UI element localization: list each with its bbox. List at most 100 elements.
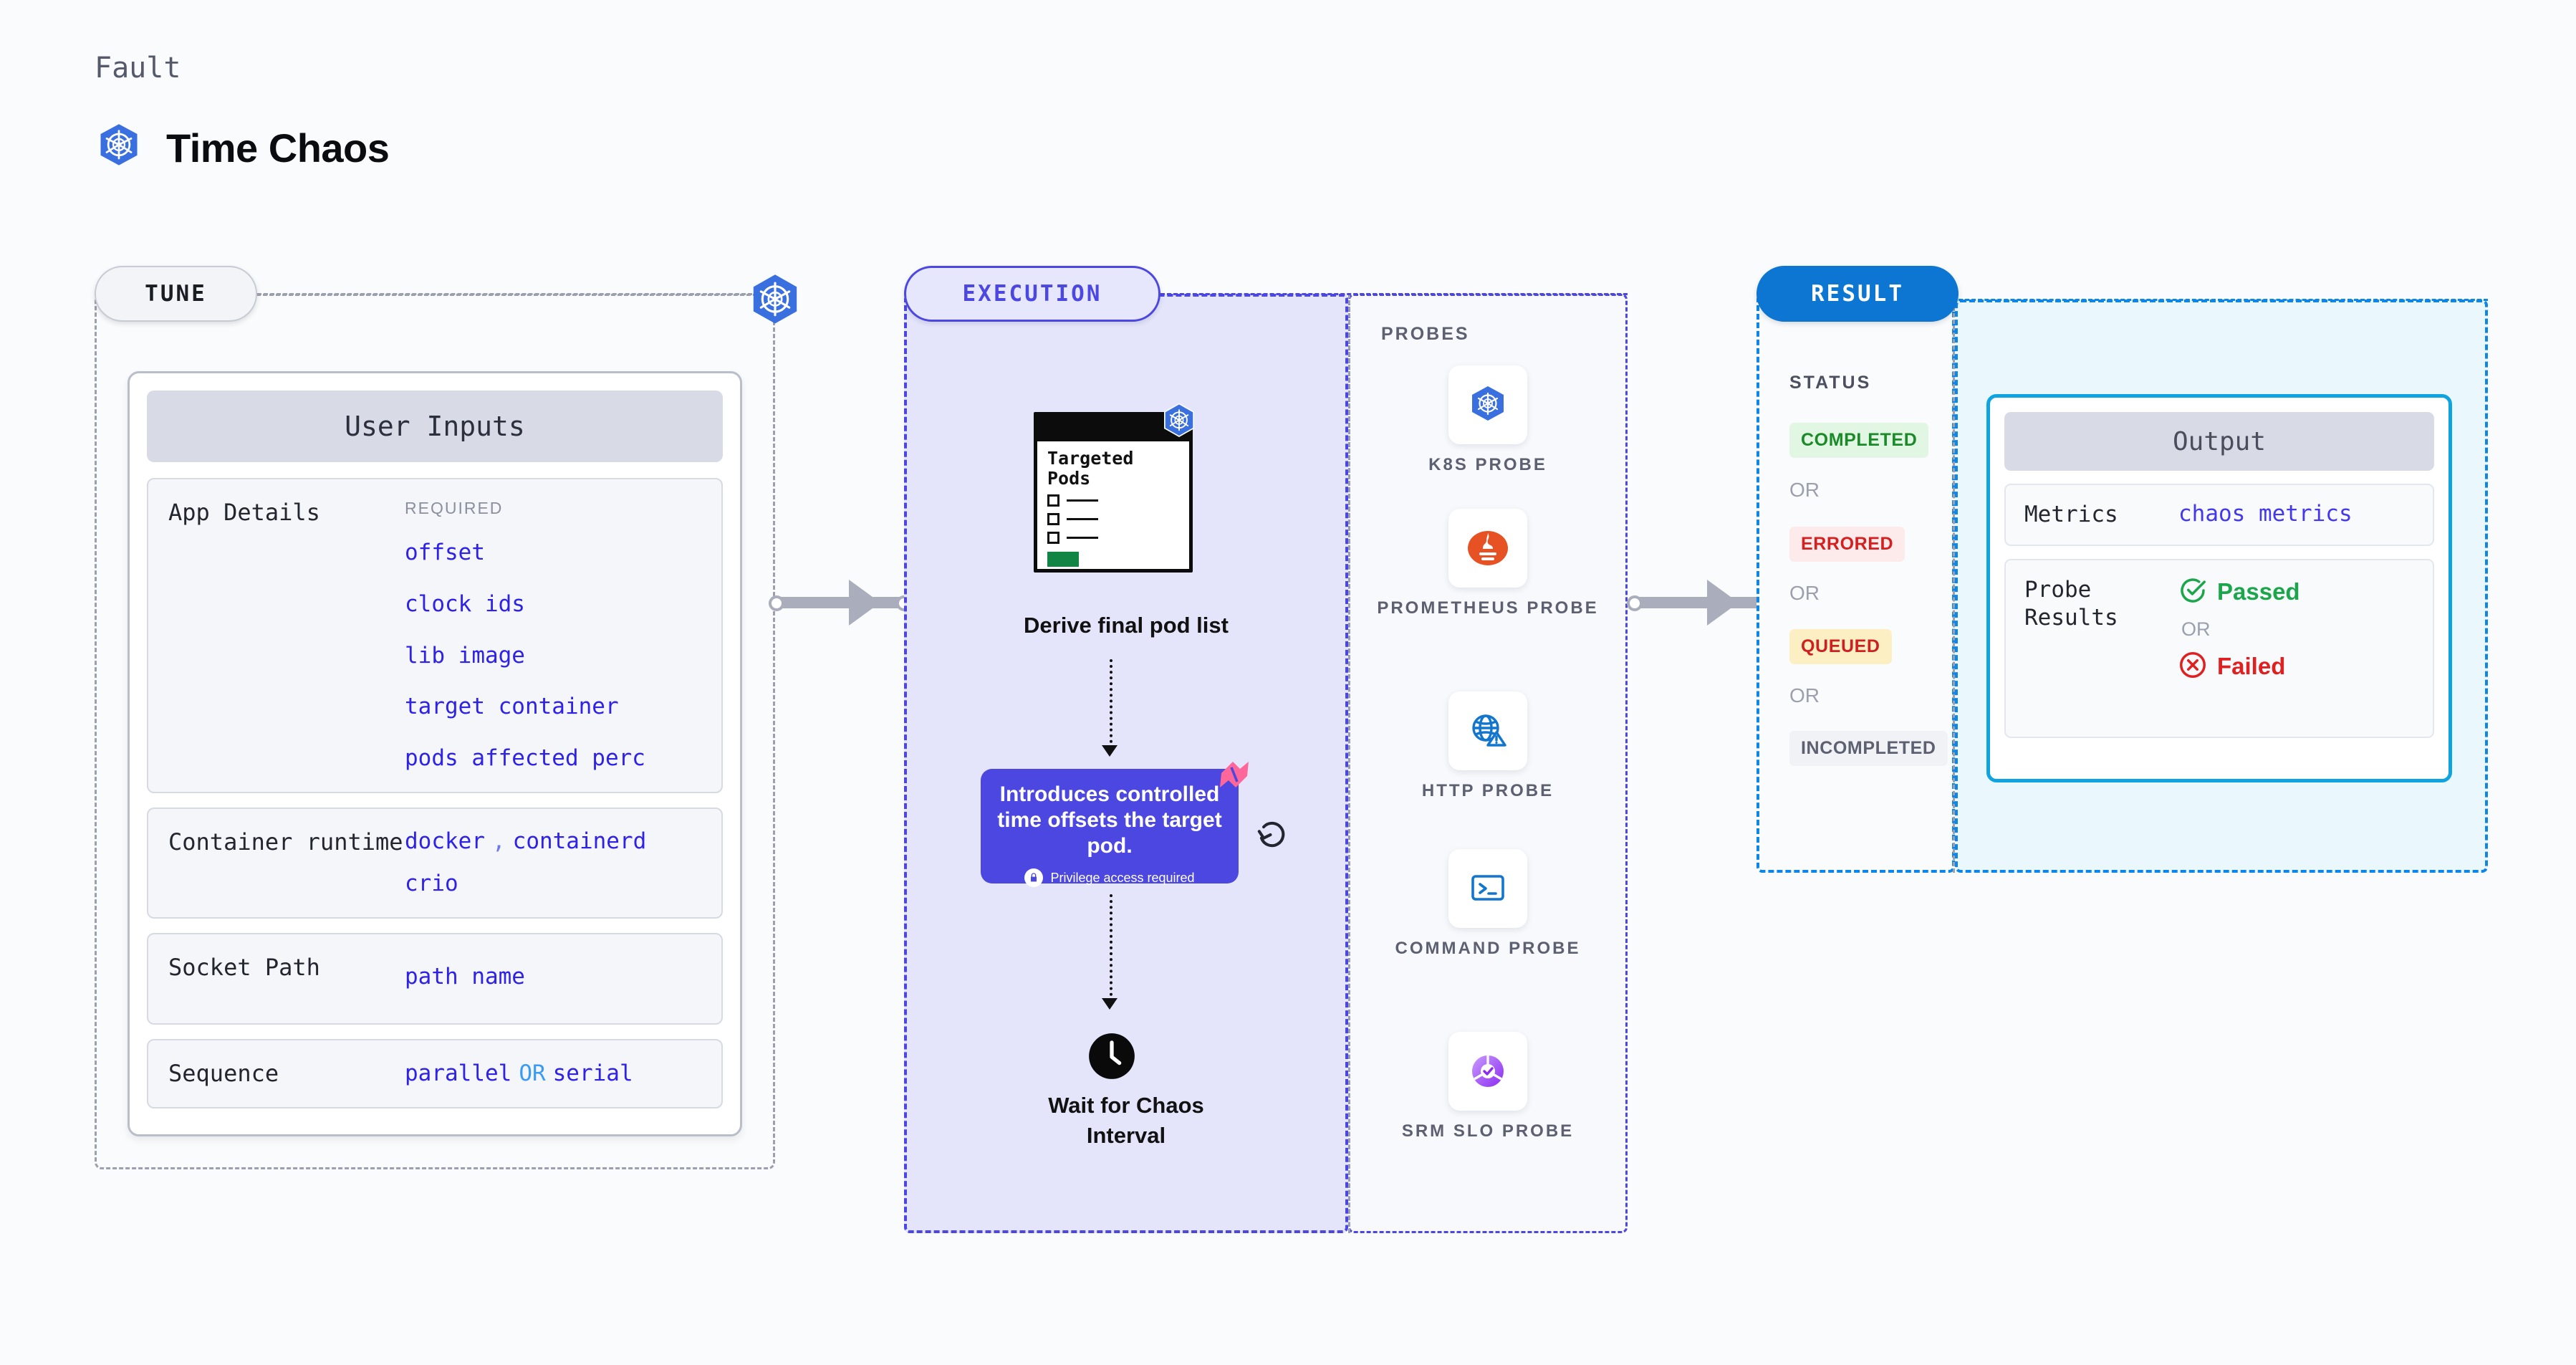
clock-icon [1087,1032,1136,1081]
probe-result-values: Passed OR Failed [2178,576,2300,683]
checklist-item [1047,513,1179,525]
arrow-right-icon [1707,580,1739,626]
user-inputs-card: User Inputs App Details REQUIRED offset … [128,371,742,1136]
probe-label: K8S PROBE [1428,455,1547,474]
status-title: STATUS [1789,373,1872,393]
output-row-value: chaos metrics [2178,501,2352,527]
input-row-values: docker,containerd crio [405,828,701,899]
tune-pill[interactable]: TUNE [95,266,257,322]
line-placeholder [1067,537,1098,539]
wait-chaos-caption-line1: Wait for Chaos [1048,1093,1204,1118]
input-value-or: OR [519,1060,546,1086]
probe-prometheus[interactable]: PROMETHEUS PROBE [1370,509,1606,619]
result-status-container [1756,294,1955,873]
user-inputs-title: User Inputs [147,391,723,462]
input-value-clock-ids: clock ids [405,591,525,618]
wait-chaos-caption-line2: Interval [1086,1123,1166,1148]
probe-result-failed-label: Failed [2217,653,2286,680]
card-titlebar [1037,416,1189,441]
probes-title: PROBES [1381,324,1470,344]
input-value-parallel: parallel [405,1060,512,1086]
input-row-label: Container runtime [168,828,403,856]
check-circle-icon [2178,576,2207,608]
flow-arrow-line [1110,659,1112,749]
fault-description-text: Introduces controlled time offsets the t… [997,782,1222,858]
kubernetes-icon [745,271,805,331]
input-row-values: path name [405,953,701,992]
result-pill[interactable]: RESULT [1756,266,1959,322]
flow-arrow-line [1110,894,1112,1002]
execution-pill[interactable]: EXECUTION [904,266,1160,322]
output-row-metrics[interactable]: Metrics chaos metrics [2004,484,2434,546]
status-badge-incompleted: INCOMPLETED [1789,731,1948,766]
status-or-3: OR [1789,684,1820,707]
probe-srm-slo[interactable]: SRM SLO PROBE [1370,1032,1606,1142]
status-badge-errored: ERRORED [1789,527,1905,562]
x-circle-icon [2178,651,2207,683]
targeted-pods-title-line2: Pods [1047,467,1091,489]
kubernetes-icon [95,122,143,174]
kubernetes-icon [1159,401,1199,441]
input-value-containerd: containerd [512,828,647,854]
prometheus-icon [1448,509,1527,588]
input-value-pods-affected-perc: pods affected perc [405,745,645,772]
input-row-label: App Details [168,499,320,526]
globe-warning-icon [1448,691,1527,770]
line-placeholder [1067,518,1098,520]
srm-slo-icon [1448,1032,1527,1111]
probe-label: HTTP PROBE [1421,781,1554,800]
execution-top-dash [1160,293,1628,295]
probe-result-passed-label: Passed [2217,578,2300,605]
output-row-label: Metrics [2024,502,2118,527]
status-badge-completed: COMPLETED [1789,423,1929,458]
targeted-pods-title-line1: Targeted [1047,448,1134,469]
flow-arrow-head [1102,998,1118,1010]
probe-http[interactable]: HTTP PROBE [1370,691,1606,802]
input-value-offset: offset [405,540,485,566]
checkbox-icon [1047,513,1059,525]
probe-label: PROMETHEUS PROBE [1377,598,1599,618]
checklist-item [1047,532,1179,544]
input-row-socket-path[interactable]: Socket Path path name [147,933,723,1025]
status-or-2: OR [1789,582,1820,604]
status-or-1: OR [1789,479,1820,501]
connector-line [1635,597,1764,608]
input-value-runtime-line1: docker,containerd [405,828,701,856]
page-eyebrow: Fault [95,52,181,85]
probe-result-passed: Passed [2178,576,2300,608]
input-value-path-name: path name [405,964,525,990]
input-row-container-runtime[interactable]: Container runtime docker,containerd crio [147,807,723,919]
probe-k8s[interactable]: K8S PROBE [1370,365,1606,476]
input-row-app-details[interactable]: App Details REQUIRED offset clock ids li… [147,478,723,793]
connector-line [777,597,906,608]
privilege-badge: Privilege access required [1024,868,1195,887]
probe-command[interactable]: COMMAND PROBE [1370,849,1606,959]
kubernetes-icon [1448,365,1527,444]
input-value-docker: docker [405,828,485,854]
flow-arrow-head [1102,745,1118,757]
card-body: Targeted Pods [1037,441,1189,569]
output-card-title: Output [2004,412,2434,471]
output-card: Output Metrics chaos metrics Probe Resul… [1986,394,2452,782]
status-badge-queued: QUEUED [1789,629,1892,664]
progress-bar-fill [1047,552,1079,567]
input-row-label: Socket Path [168,954,320,982]
output-row-label: Probe Results [2024,576,2118,631]
page-title-row: Time Chaos [95,122,390,174]
value-separator: , [491,828,506,854]
checklist-item [1047,494,1179,507]
input-row-label: Sequence [168,1060,279,1088]
result-top-dash [1959,299,2488,301]
probe-label: SRM SLO PROBE [1401,1121,1575,1141]
refresh-icon[interactable] [1254,817,1289,853]
lock-icon [1024,868,1044,887]
probe-result-failed: Failed [2178,651,2300,683]
fault-description-callout: Introduces controlled time offsets the t… [981,769,1239,887]
output-row-probe-results[interactable]: Probe Results Passed OR [2004,558,2434,738]
page-title: Time Chaos [166,125,390,171]
connector-dot-start [769,595,784,611]
harness-icon [1216,757,1253,795]
